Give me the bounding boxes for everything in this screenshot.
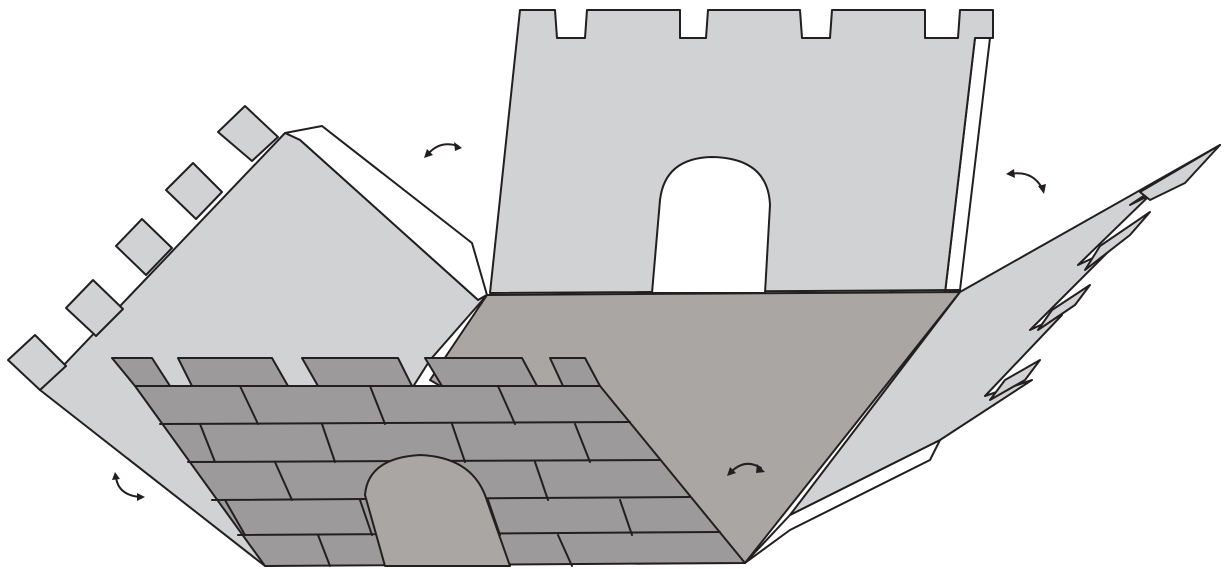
fold-arrow-icon [1006, 169, 1046, 194]
fold-arrow-icon [112, 472, 145, 501]
fold-arrow-icon [424, 142, 462, 158]
front-wall-merlon [178, 358, 288, 386]
back-wall-panel [490, 10, 993, 293]
front-wall-merlon [425, 358, 537, 386]
back-wall-doorway [652, 157, 770, 293]
right-wall-merlon [1140, 145, 1220, 200]
front-wall-merlon [302, 358, 412, 386]
